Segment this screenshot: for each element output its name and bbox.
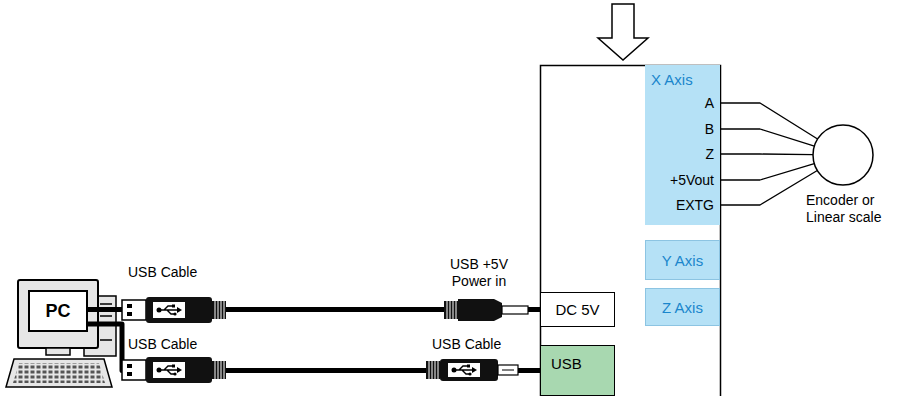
computer-screen: PC: [28, 290, 88, 332]
device-housing: [541, 66, 721, 396]
usb-symbol: [452, 365, 478, 376]
usb-a-plug: [122, 297, 226, 323]
cable-label: USB Cable: [128, 264, 197, 281]
pin-name: B: [705, 121, 714, 137]
encoder-wire: [720, 164, 814, 180]
pin-name: Z: [705, 146, 714, 162]
usb-logo-panel: [448, 363, 480, 377]
usb-port-box: USB: [540, 345, 615, 396]
monitor-stand: [46, 348, 70, 355]
encoder-outline: [812, 124, 874, 186]
strain-relief-ribs: [429, 361, 438, 379]
axis-port-box: Y Axis: [645, 240, 720, 280]
pin-name: A: [705, 95, 714, 111]
cable-label: USB Cable: [128, 336, 197, 353]
encoder-wire: [720, 153, 813, 155]
micro-usb-plug: [426, 359, 518, 381]
strain-relief-ribs: [447, 301, 456, 319]
micro-usb-plug-metal: [498, 365, 518, 375]
axis-heading: Z Axis: [662, 299, 703, 316]
port-label: DC 5V: [555, 301, 599, 318]
strain-relief: [444, 301, 458, 319]
axis-port-box: Z Axis: [645, 288, 720, 326]
axis-port-panel: X AxisABZ +5VoutEXTG: [645, 65, 720, 225]
power-port-box: DC 5V: [540, 292, 615, 327]
pc-monitor: [18, 280, 98, 348]
computer-label: PC: [45, 301, 70, 322]
axis-heading: Y Axis: [662, 252, 703, 269]
power-cable-label: USB +5V Power in: [444, 256, 514, 290]
pin-name: EXTG: [676, 197, 714, 213]
micro-usb-plug-body: [440, 359, 498, 381]
axis-heading: X Axis: [651, 71, 693, 88]
micro-usb-plug-metal: [502, 370, 514, 371]
usb-a-plug: [122, 357, 226, 383]
encoder-wire: [720, 129, 814, 146]
strain-relief: [426, 361, 440, 379]
encoder-wire: [720, 103, 818, 139]
device-label: Encoder or Linear scale: [806, 192, 902, 226]
hollow-down-arrow: [598, 4, 648, 60]
barrel-plug-body: [458, 299, 502, 321]
dc-barrel-plug: [444, 299, 528, 321]
keyboard-keys: [13, 363, 105, 383]
cable-label: USB Cable: [432, 336, 501, 353]
encoder-circle: Encoder or Linear scale: [812, 124, 874, 186]
pin-name: +5Vout: [670, 172, 714, 188]
pc-keyboard: [6, 359, 112, 387]
encoder-wire: [720, 170, 817, 205]
barrel-plug-pin: [502, 306, 528, 314]
port-label: USB: [551, 355, 582, 372]
encoder-outline: [813, 125, 873, 185]
